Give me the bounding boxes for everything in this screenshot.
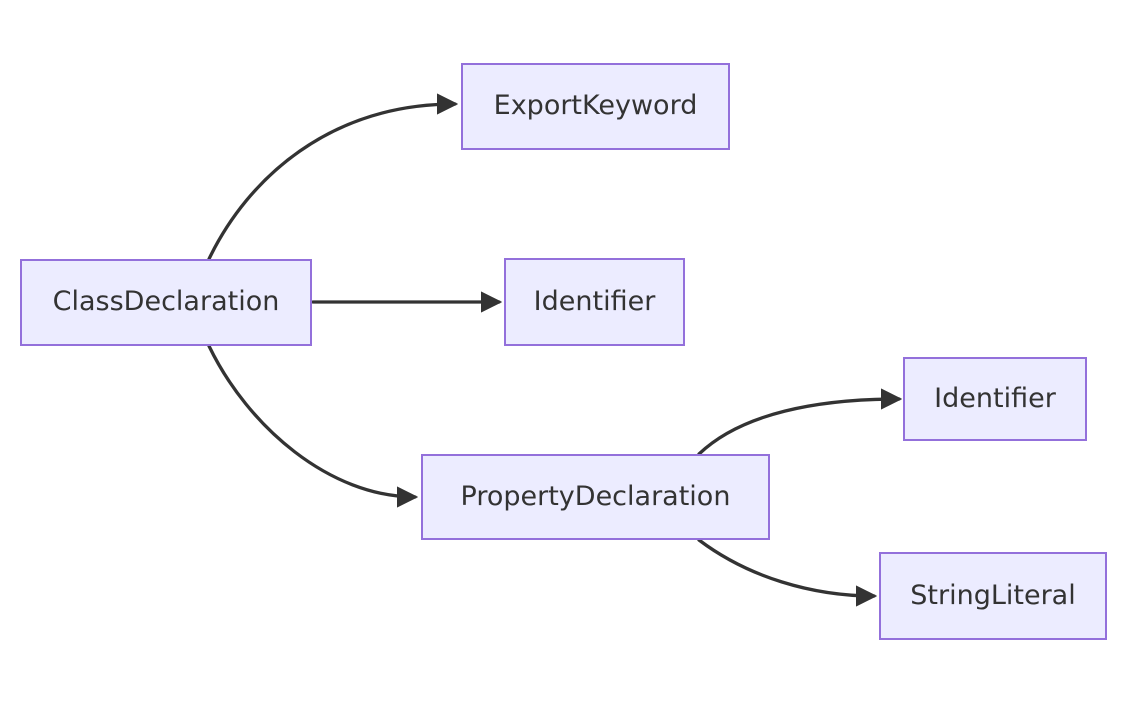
node-property-declaration-label: PropertyDeclaration [460, 480, 731, 512]
edge-propertydeclaration-stringliteral [697, 538, 878, 607]
edge-classdeclaration-propertydeclaration [207, 344, 419, 508]
node-property-declaration: PropertyDeclaration [421, 454, 770, 540]
node-identifier-second-label: Identifier [934, 382, 1056, 414]
node-class-declaration-label: ClassDeclaration [52, 286, 280, 318]
edge-classdeclaration-exportkeyword [207, 93, 459, 261]
node-export-keyword-label: ExportKeyword [493, 90, 698, 122]
node-string-literal: StringLiteral [879, 552, 1107, 640]
node-identifier-second: Identifier [903, 357, 1087, 441]
node-identifier-first-label: Identifier [533, 285, 656, 317]
node-export-keyword: ExportKeyword [461, 63, 730, 150]
node-class-declaration: ClassDeclaration [20, 259, 312, 346]
edge-propertydeclaration-identifier [697, 388, 903, 456]
node-identifier-first: Identifier [504, 258, 685, 346]
node-string-literal-label: StringLiteral [910, 579, 1076, 611]
